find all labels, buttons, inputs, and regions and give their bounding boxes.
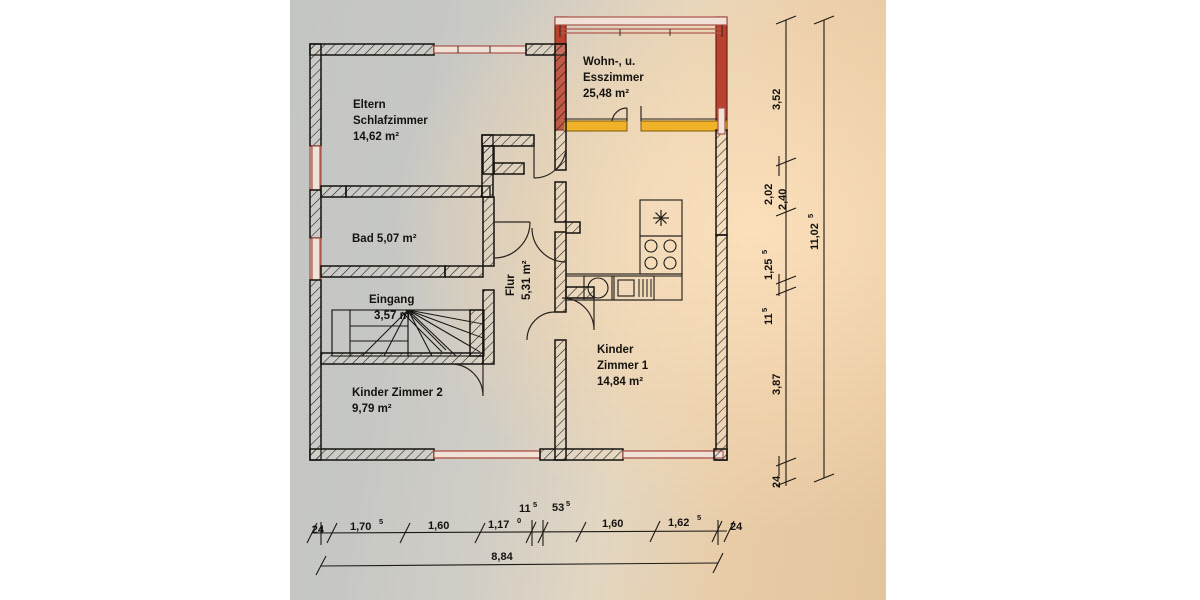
kitchen-sink-round (587, 277, 609, 299)
door-swing-living (611, 107, 628, 122)
dimension-chain-bottom: 24 1,70 5 1,60 1,17 0 11 5 53 5 1,60 1,6… (306, 499, 743, 576)
dim-bottom-1-62-sup: 5 (697, 513, 701, 522)
dim-bottom-1-70: 1,70 (350, 521, 371, 533)
room-label-eltern-area: 14,62 m² (353, 131, 399, 143)
wall-orange-living-bottom-2 (640, 120, 728, 132)
dim-right-2-40: 2,40 (777, 189, 789, 210)
wall-bad-eingang (320, 265, 446, 278)
dishwasher (613, 275, 655, 301)
dim-bottom-1-60-a: 1,60 (428, 520, 449, 532)
dim-bottom-53: 53 (552, 502, 564, 514)
dim-bottom-1-60-b: 1,60 (602, 518, 623, 530)
wall-eltern-bad-2 (345, 185, 483, 198)
room-label-kz2-area: 9,79 m² (352, 403, 392, 415)
wall-top-left-wing (309, 43, 435, 56)
dimension-chain-right: 3,52 2,02 2,40 1,25 5 11 5 (760, 15, 835, 488)
wall-bottom-right (713, 448, 728, 461)
wall-spine-bottom (554, 339, 567, 461)
door-swing-eingang (450, 363, 484, 397)
wall-eingang-right (482, 289, 495, 365)
dim-bottom-1-70-sup: 5 (379, 517, 383, 526)
dim-bottom-53-sup: 5 (566, 499, 570, 508)
wall-bad-right (482, 196, 495, 267)
window-kz1-bottom (622, 450, 724, 459)
wall-bad-niche-top (481, 134, 535, 147)
window-eltern-left (311, 145, 321, 191)
wall-exterior-left-lower (309, 279, 322, 461)
room-label-eingang-area: 3,57 m² (374, 310, 414, 322)
room-label-flur: Flur (505, 274, 517, 296)
dim-right-11-sup: 5 (760, 308, 769, 312)
room-label-kz2: Kinder Zimmer 2 (352, 387, 443, 399)
dim-bottom-1-17-sup: 0 (517, 516, 521, 525)
wall-bottom-mid (539, 448, 624, 461)
room-label-eingang: Eingang (369, 294, 414, 306)
dim-bottom-1-17: 1,17 (488, 519, 509, 531)
wall-bad-niche-r (482, 145, 495, 175)
dim-right-total: 11,02 (809, 223, 821, 250)
door-swing-kz1 (561, 297, 595, 331)
wall-spine-mid (554, 181, 567, 223)
kitchen-sink (583, 275, 613, 301)
wall-exterior-right-lower (715, 234, 728, 461)
room-label-wohn-l1: Wohn-, u. (583, 56, 635, 68)
dim-right-11: 11 (763, 313, 775, 325)
wall-exterior-left-mid (309, 189, 322, 239)
wall-kitchen-divider (565, 221, 581, 234)
room-label-flur-area: 5,31 m² (521, 260, 533, 300)
dim-right-24: 24 (771, 475, 783, 488)
dim-bottom-11-sup: 5 (533, 500, 537, 509)
floor-plan-drawing: Wohn-, u. Esszimmer 25,48 m² Eltern Schl… (306, 15, 835, 576)
door-swing-eltern (533, 145, 567, 179)
dim-right-1-25: 1,25 (763, 259, 775, 280)
wall-exterior-right-upper (715, 129, 728, 236)
window-kitchen-right (717, 107, 726, 135)
room-label-bad: Bad 5,07 m² (352, 233, 417, 245)
wall-bad-niche-r2 (493, 162, 525, 175)
dim-right-3-87: 3,87 (771, 374, 783, 395)
dim-bottom-1-62: 1,62 (668, 517, 689, 529)
window-bad-left (311, 237, 321, 281)
door-swing-hall-2 (531, 227, 567, 263)
dim-right-1-25-sup: 5 (760, 250, 769, 254)
wall-exterior-left-upper (309, 43, 322, 147)
room-label-kz1-l2: Zimmer 1 (597, 360, 649, 372)
wall-bad-eingang-2 (444, 265, 484, 278)
room-label-eltern-l1: Eltern (353, 99, 386, 111)
dim-bottom-24-right: 24 (730, 521, 743, 533)
wall-eingang-kz2 (320, 352, 484, 365)
room-label-kz1-area: 14,84 m² (597, 376, 643, 388)
wall-orange-living-bottom (563, 120, 628, 132)
dim-bottom-24-left: 24 (312, 524, 325, 536)
wall-spine-upper (554, 43, 567, 171)
dim-bottom-11: 11 (519, 503, 531, 515)
window-eltern-top (433, 45, 527, 54)
dim-right-2-02: 2,02 (763, 184, 775, 205)
wall-spine-lower (554, 231, 567, 313)
room-label-wohn-area: 25,48 m² (583, 88, 629, 100)
room-label-kz1-l1: Kinder (597, 344, 634, 356)
door-swing-flur-lower (526, 311, 556, 341)
door-swing-bad (493, 221, 531, 259)
dim-bottom-total: 8,84 (491, 551, 513, 563)
window-kz2-bottom (433, 450, 541, 459)
wall-eltern-bad (320, 185, 347, 198)
dim-right-total-sup: 5 (806, 214, 815, 218)
extractor-fan-star-icon (653, 210, 669, 226)
floor-plan-photo: Wohn-, u. Esszimmer 25,48 m² Eltern Schl… (290, 0, 886, 600)
kitchen-fixtures (565, 199, 683, 301)
wall-bottom-left (309, 448, 435, 461)
winder-staircase (331, 309, 485, 357)
room-label-wohn-l2: Esszimmer (583, 72, 644, 84)
window-top-living (554, 16, 728, 26)
wall-flur-kz1-top (565, 286, 595, 299)
room-label-eltern-l2: Schlafzimmer (353, 115, 428, 127)
dim-right-3-52: 3,52 (771, 89, 783, 110)
